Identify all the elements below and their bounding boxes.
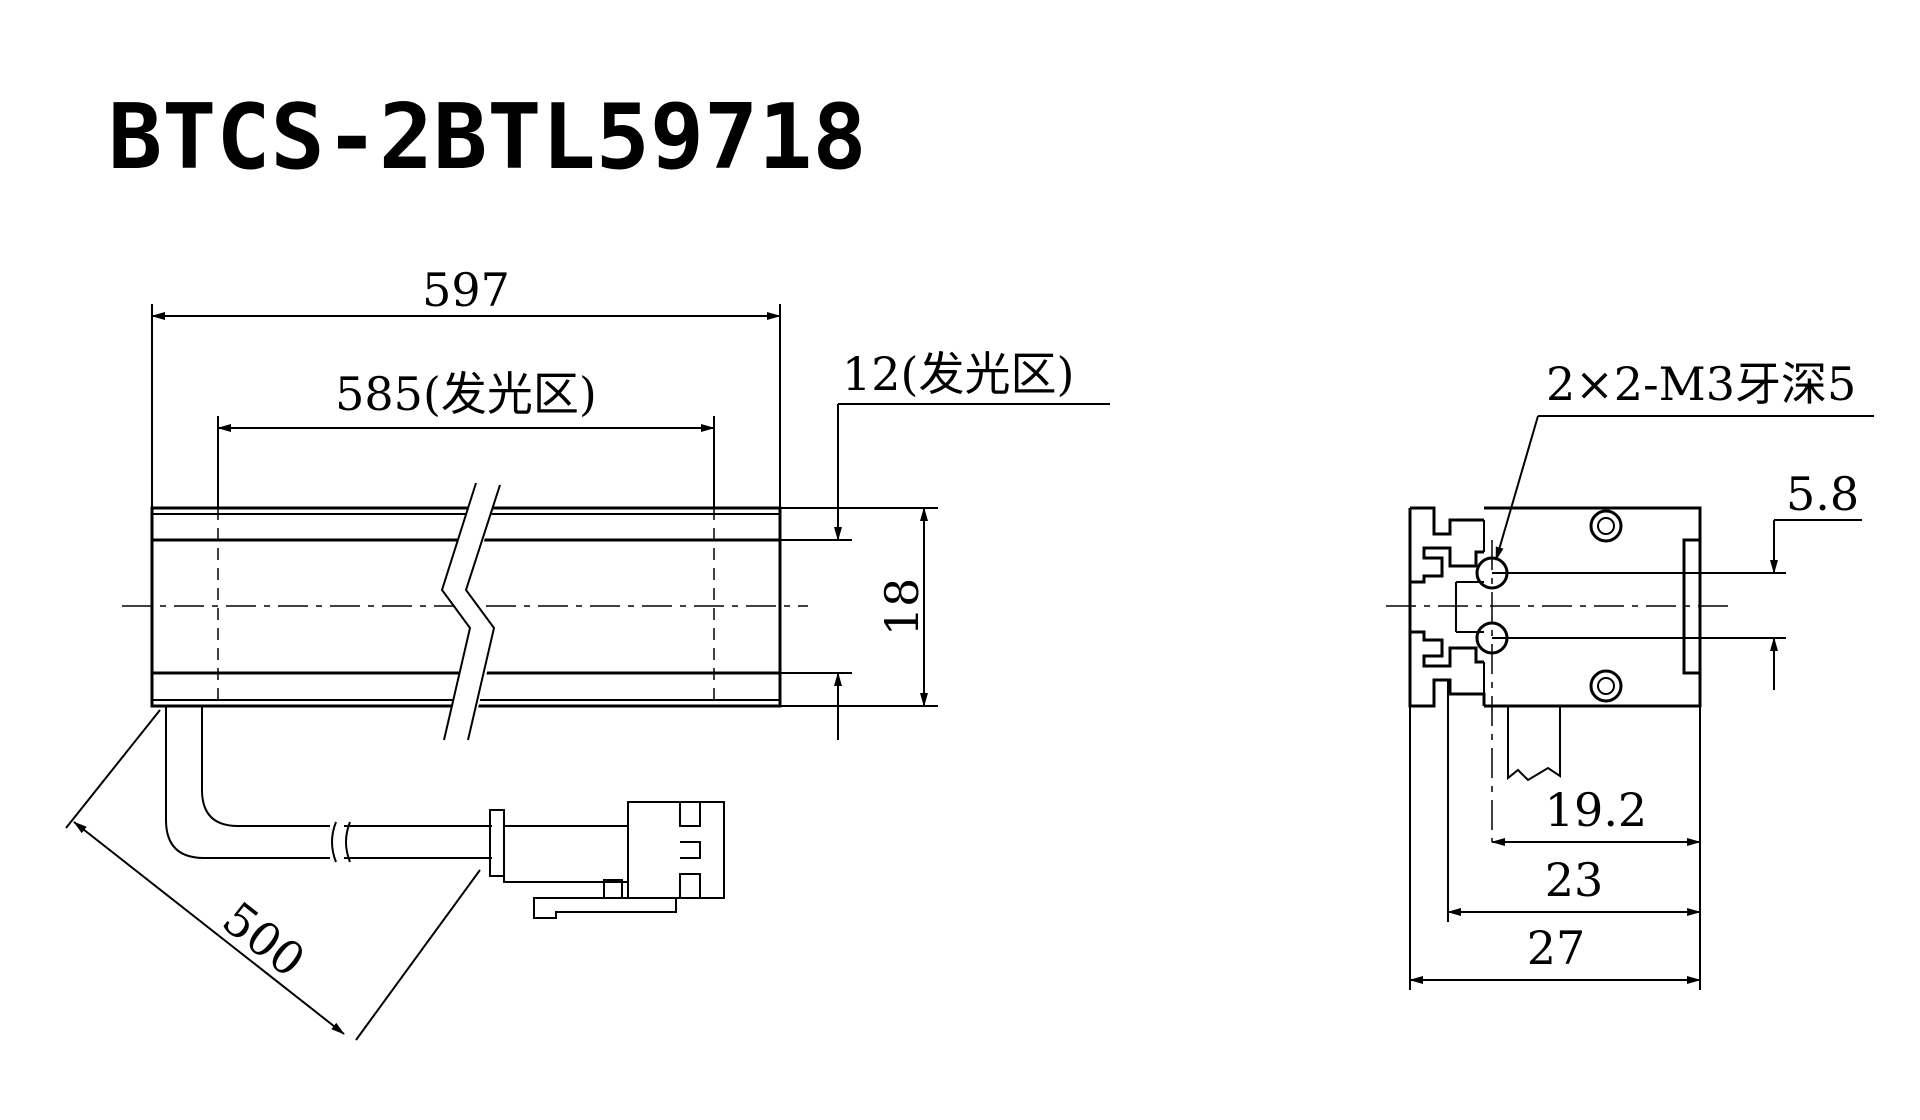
thread-note: 2×2-M3牙深5 bbox=[1546, 357, 1856, 411]
connector-plug bbox=[489, 801, 725, 919]
dim-cable-length: 500 bbox=[213, 891, 315, 988]
profile-outline bbox=[1408, 506, 1702, 708]
dim-height: 18 bbox=[875, 578, 929, 637]
dim-emitting-length: 585(发光区) bbox=[335, 367, 597, 421]
end-view: 2×2-M3牙深5 5.8 19.2 23 27 bbox=[1386, 357, 1874, 990]
dim-width-c: 27 bbox=[1527, 921, 1586, 975]
cable-stub bbox=[1507, 706, 1561, 782]
thread-note-leader bbox=[1495, 415, 1539, 561]
dim-hole-offset: 5.8 bbox=[1786, 467, 1859, 521]
screw-hole-bottom bbox=[1589, 669, 1623, 703]
dim-line-cable-length bbox=[73, 821, 345, 1035]
dim-width-b: 23 bbox=[1545, 853, 1604, 907]
dim-emitting-width: 12(发光区) bbox=[842, 347, 1074, 401]
dim-overall-length: 597 bbox=[422, 263, 510, 317]
side-view: 597 585(发光区) 12(发光区) 18 bbox=[65, 263, 1110, 1041]
cable bbox=[165, 706, 330, 859]
break-gap bbox=[442, 483, 500, 740]
screw-hole-top bbox=[1589, 509, 1623, 543]
model-title: BTCS-2BTL59718 bbox=[108, 85, 867, 190]
dim-width-a: 19.2 bbox=[1545, 783, 1647, 837]
